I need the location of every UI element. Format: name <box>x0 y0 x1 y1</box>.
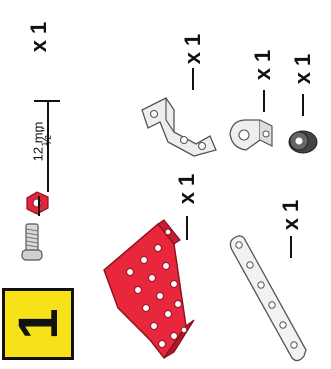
leader-line-collar <box>302 94 304 116</box>
flat-strip-icon <box>226 232 310 362</box>
leader-line-flanged-plate <box>186 216 188 240</box>
bolt-quantity: x 1 <box>28 12 50 62</box>
dimension-line-bolt <box>38 196 40 216</box>
step-number-box: 1 <box>2 288 74 360</box>
dimension-line-length <box>47 100 49 192</box>
flanged-plate-quantity: x 1 <box>176 164 198 214</box>
flat-strip-quantity: x 1 <box>280 190 302 240</box>
dimension-line-tick <box>34 100 60 102</box>
leader-line-small-bracket <box>263 90 265 112</box>
small-bracket-icon <box>226 114 278 156</box>
nut-icon <box>22 188 52 218</box>
flanged-plate-icon <box>100 212 210 362</box>
bolt-length-in: ½ " <box>40 117 53 157</box>
small-bracket-quantity: x 1 <box>252 40 274 90</box>
double-bent-strip-icon <box>138 80 218 158</box>
collar-quantity: x 1 <box>292 44 314 94</box>
double-bent-strip-quantity: x 1 <box>182 24 204 74</box>
collar-icon <box>286 126 320 156</box>
step-number: 1 <box>10 308 66 339</box>
bolt-icon <box>20 222 50 262</box>
